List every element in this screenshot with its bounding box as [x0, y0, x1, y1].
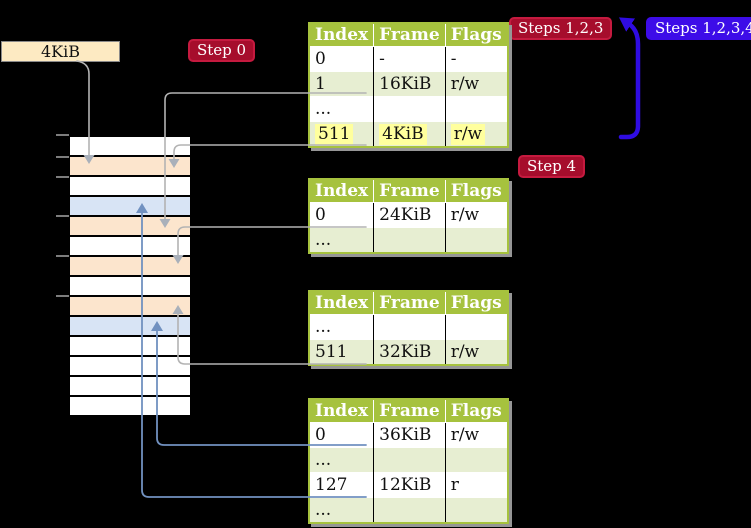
memory-frame-row	[70, 397, 190, 415]
memory-frame-row	[70, 177, 190, 195]
memory-frame-row	[70, 297, 190, 315]
table-cell	[444, 314, 508, 340]
table-row: 511 4KiB r/w	[309, 121, 508, 147]
table-cell: r/w	[444, 202, 508, 228]
badge-steps-1-2-3-4: Steps 1,2,3,4	[646, 17, 751, 40]
column-header: Flags	[444, 291, 508, 315]
table-cell: 4KiB	[373, 121, 446, 147]
column-header: Flags	[444, 23, 508, 47]
badge-step-0: Step 0	[188, 39, 256, 62]
table-cell: -	[444, 46, 508, 72]
table-row: ...	[309, 447, 508, 473]
table-cell: 0	[309, 46, 374, 72]
memory-frame-row	[70, 337, 190, 355]
highlighted-value: 4KiB	[379, 124, 427, 145]
memory-frame-row	[70, 317, 190, 335]
memory-frame-row	[70, 377, 190, 395]
memory-tick	[56, 134, 69, 136]
table-cell	[444, 227, 508, 253]
column-header: Frame	[373, 23, 446, 47]
table-cell: ...	[309, 227, 374, 253]
table-cell: 0	[309, 422, 374, 448]
table-cell: r/w	[444, 339, 508, 365]
memory-frame-row	[70, 357, 190, 375]
table-cell: 127	[309, 472, 374, 498]
table-cell	[373, 227, 446, 253]
memory-tick	[56, 176, 69, 178]
table-cell: 12KiB	[373, 472, 446, 498]
column-header: Index	[309, 23, 374, 47]
memory-tick	[56, 156, 69, 158]
table-cell	[373, 447, 446, 473]
table-cell	[444, 96, 508, 122]
recursion-arrow	[618, 17, 641, 140]
table-row: ...	[309, 497, 508, 523]
table-cell: ...	[309, 314, 374, 340]
column-header: Frame	[373, 399, 446, 423]
table-cell	[373, 96, 446, 122]
physical-memory-strip	[70, 0, 190, 528]
table-cell: r	[444, 472, 508, 498]
table-cell	[373, 314, 446, 340]
table-row: ...	[309, 96, 508, 122]
column-header: Flags	[444, 179, 508, 203]
badge-steps-1-2-3: Steps 1,2,3	[509, 17, 613, 40]
table-cell: 16KiB	[373, 71, 446, 97]
table-row: ...	[309, 314, 508, 340]
frame-address-label: 4KiB	[1, 41, 120, 62]
memory-frame-row	[70, 277, 190, 295]
table-cell: r/w	[444, 121, 508, 147]
column-header: Frame	[373, 179, 446, 203]
memory-frame-row	[70, 157, 190, 175]
memory-frame-row	[70, 257, 190, 275]
memory-tick	[56, 215, 69, 217]
table-cell: r/w	[444, 422, 508, 448]
table-cell	[444, 447, 508, 473]
table-cell: ...	[309, 497, 374, 523]
memory-tick	[56, 295, 69, 297]
memory-frame-row	[70, 137, 190, 155]
table-cell: r/w	[444, 71, 508, 97]
highlighted-value: r/w	[450, 124, 486, 145]
table-cell: 0	[309, 202, 374, 228]
table-cell	[444, 497, 508, 523]
table-cell: ...	[309, 447, 374, 473]
table-cell: 32KiB	[373, 339, 446, 365]
memory-frame-row	[70, 197, 190, 215]
table-cell: 511	[309, 121, 374, 147]
table-cell: 1	[309, 71, 374, 97]
table-cell: ...	[309, 96, 374, 122]
table-row: ...	[309, 227, 508, 253]
column-header: Index	[309, 291, 374, 315]
memory-tick	[56, 255, 69, 257]
table-cell: 511	[309, 339, 374, 365]
column-header: Index	[309, 179, 374, 203]
column-header: Frame	[373, 291, 446, 315]
table-row: 0--	[309, 46, 508, 72]
column-header: Flags	[444, 399, 508, 423]
highlighted-value: 511	[315, 124, 354, 145]
table-cell: 24KiB	[373, 202, 446, 228]
badge-step-4: Step 4	[518, 155, 586, 178]
table-cell: 36KiB	[373, 422, 446, 448]
memory-frame-row	[70, 217, 190, 235]
memory-frame-row	[70, 237, 190, 255]
column-header: Index	[309, 399, 374, 423]
table-cell: -	[373, 46, 446, 72]
table-cell	[373, 497, 446, 523]
